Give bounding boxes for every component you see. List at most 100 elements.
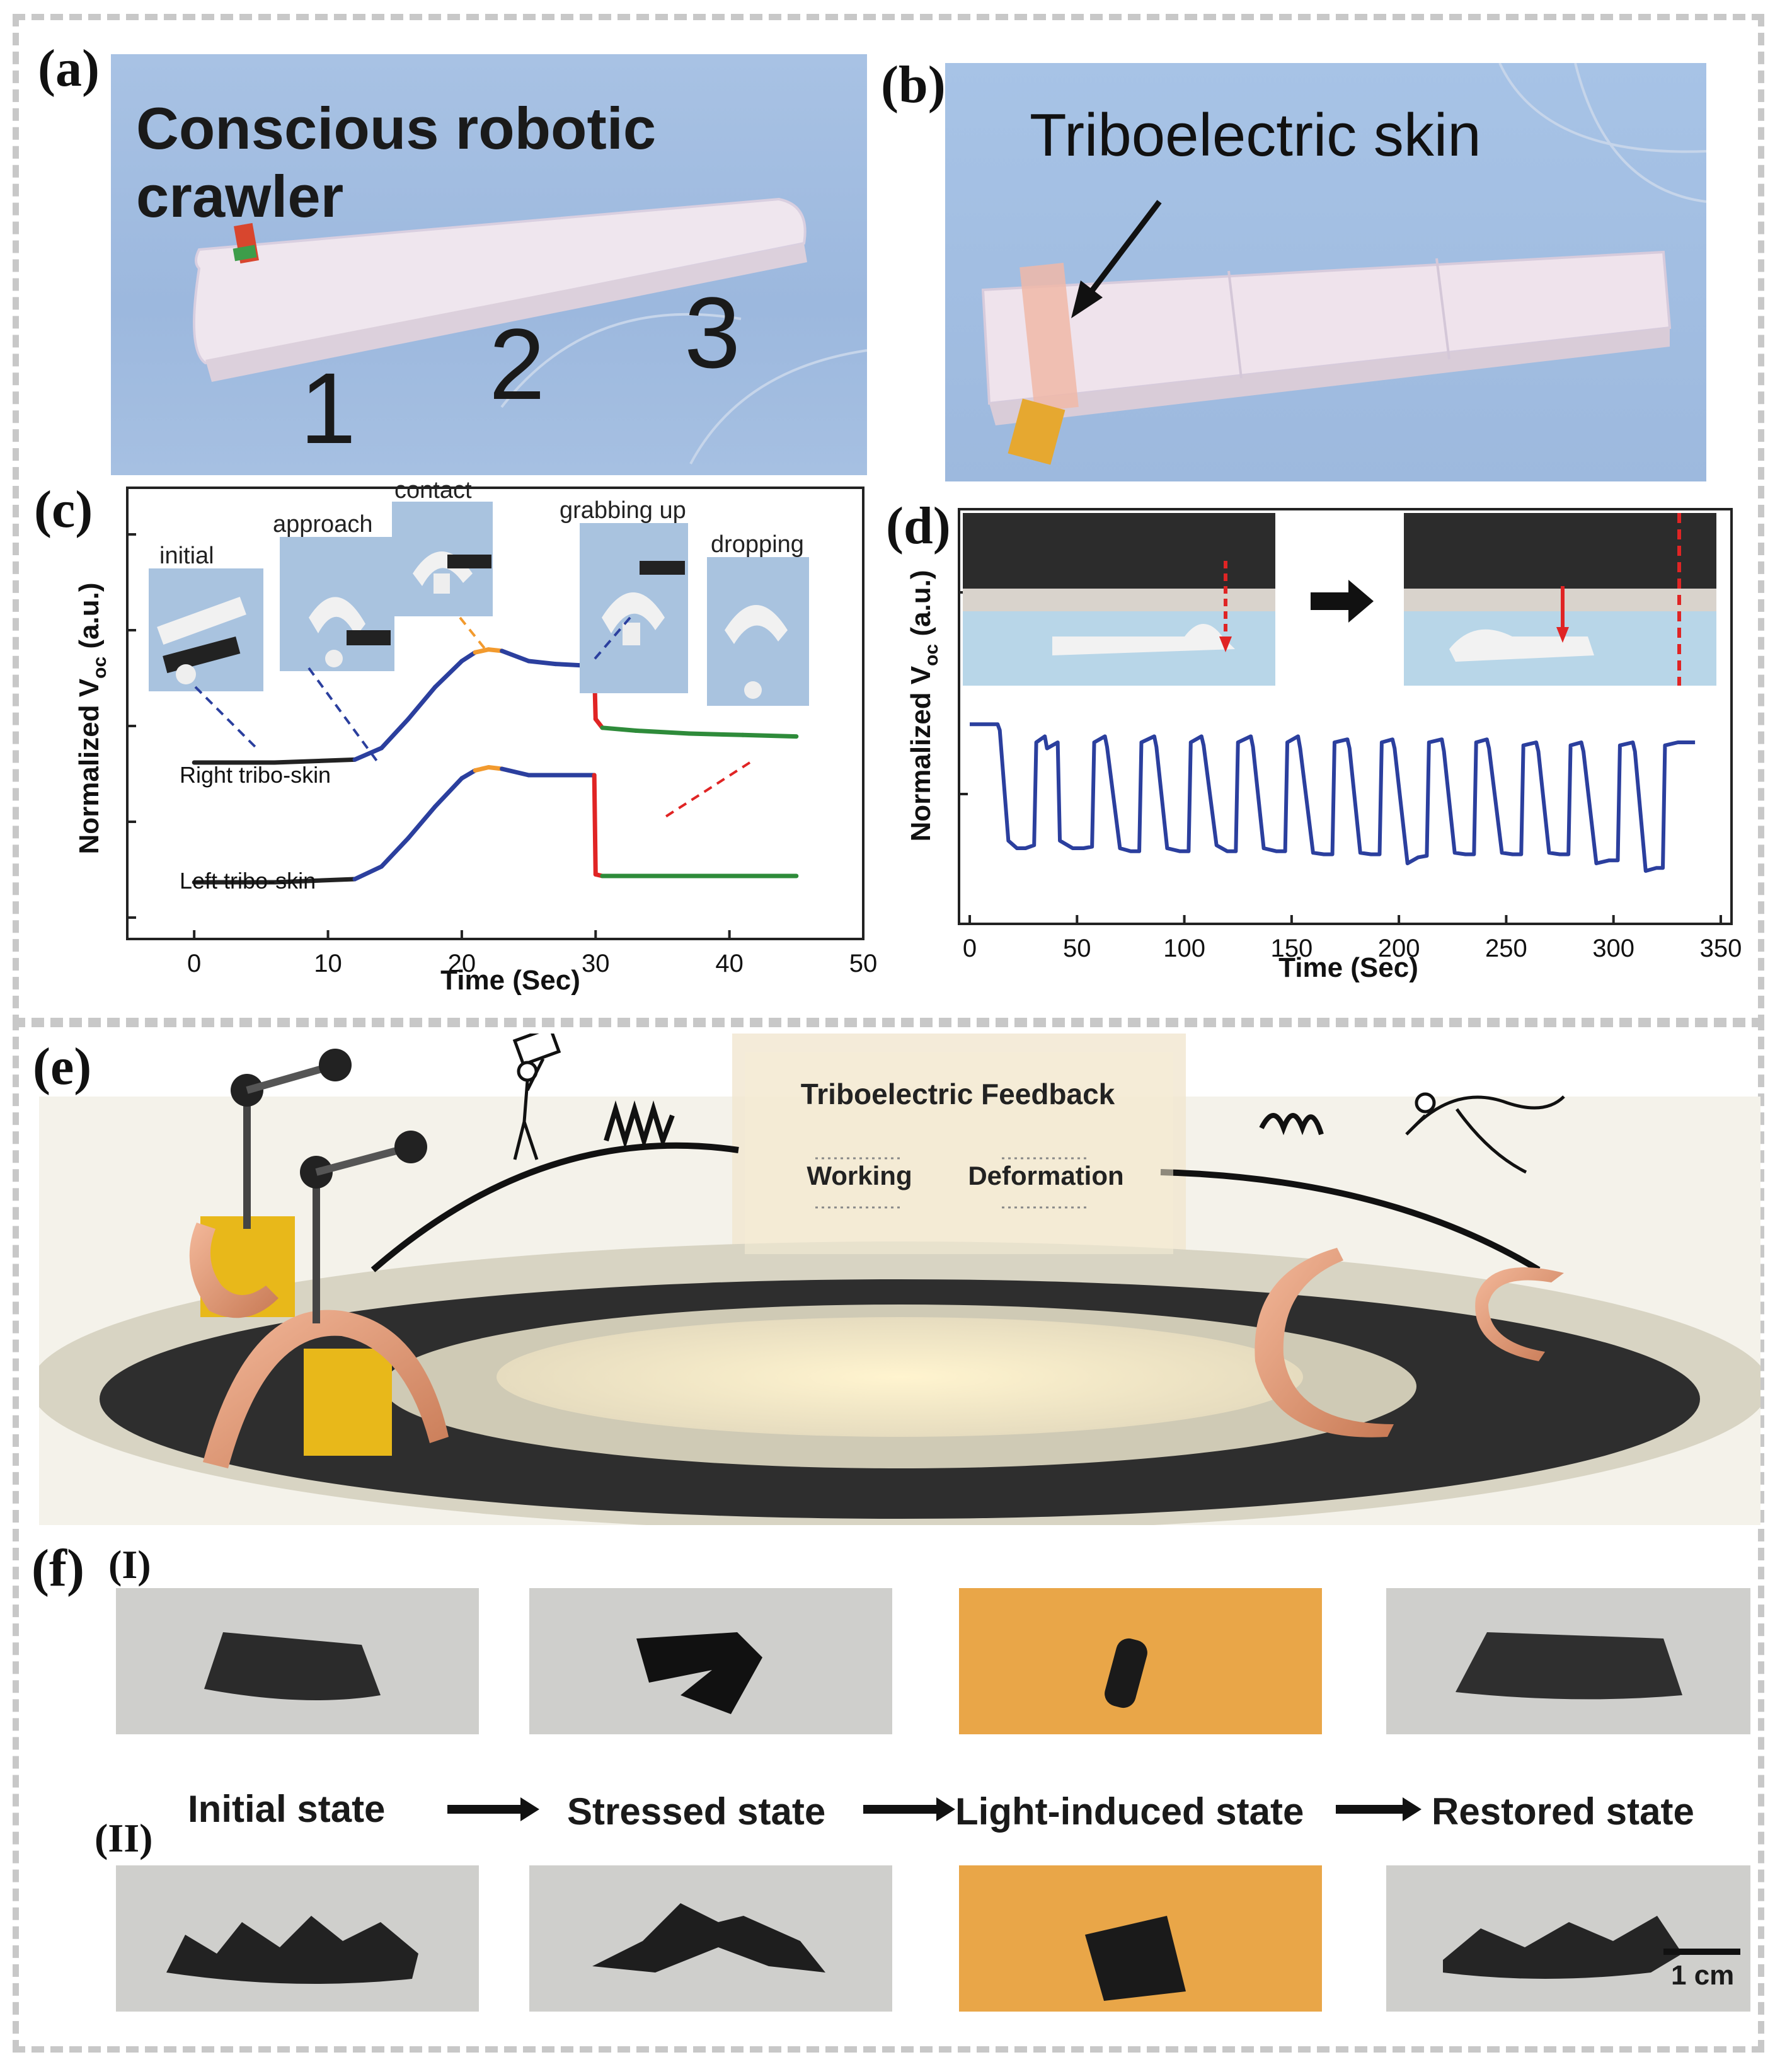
feedback-item-working: Working xyxy=(807,1161,912,1190)
state-label-stressed: Stressed state xyxy=(567,1790,826,1833)
stage-label-grabbing: grabbing up xyxy=(560,497,686,524)
panel-label-e: (e) xyxy=(33,1037,92,1096)
copper-curl-right xyxy=(1255,1248,1564,1437)
stage-photo-contact xyxy=(392,502,493,616)
chart-c-series-segment xyxy=(406,804,437,841)
arrow-head-2 xyxy=(936,1797,955,1821)
chart-d-xlabel: Time (Sec) xyxy=(1278,952,1418,983)
chart-c-series-segment xyxy=(473,765,491,773)
chart-c-leader-line xyxy=(307,667,379,764)
chart-c-series-segment xyxy=(272,877,357,885)
arrow-icon-3 xyxy=(1336,1805,1405,1814)
arrow-icon-2 xyxy=(863,1805,939,1814)
chart-c-xtick-label: 50 xyxy=(849,950,878,977)
panel-label-a: (a) xyxy=(38,39,100,98)
illustration-triboelectric-feedback: Triboelectric Feedback Working Deformati… xyxy=(39,1034,1760,1525)
chart-c-series-segment xyxy=(687,731,745,737)
photo-robotic-crawler: Conscious robotic crawler 1 2 3 xyxy=(111,54,867,475)
film-II-light-induced xyxy=(959,1865,1322,2012)
chart-c-series-segment xyxy=(379,717,411,751)
chart-c-leader-line xyxy=(591,616,631,663)
photo-triboelectric-skin: Triboelectric skin xyxy=(945,63,1706,481)
film-II-stressed xyxy=(529,1865,892,2012)
dancer-figure-icon xyxy=(1405,1092,1565,1174)
chart-d-xtick-label: 250 xyxy=(1485,935,1527,962)
frame-top xyxy=(13,14,1764,1027)
chart-c-series-segment xyxy=(500,766,531,778)
stage-label-approach: approach xyxy=(273,511,372,538)
panel-label-c: (c) xyxy=(34,480,93,539)
chart-c-series-segment xyxy=(432,659,464,689)
scale-bar-label: 1 cm xyxy=(1671,1960,1735,1991)
chart-c-series-segment xyxy=(352,746,384,762)
stage-photo-approach xyxy=(280,537,394,671)
chart-c-series-segment xyxy=(592,773,598,877)
film-I-stressed xyxy=(529,1588,892,1734)
stage-label-contact: contact xyxy=(394,477,472,504)
chart-c-series-segment xyxy=(553,662,585,668)
curve-label-left: Left tribo-skin xyxy=(180,868,316,894)
arrow-right-icon xyxy=(1311,580,1374,623)
chart-c-series-segment xyxy=(473,647,491,655)
state-label-initial: Initial state xyxy=(188,1788,386,1830)
chart-d-xtick-label: 200 xyxy=(1378,935,1420,962)
chart-c-leader-line xyxy=(660,761,751,821)
chart-c-series-segment xyxy=(740,732,799,739)
arrow-head-1 xyxy=(520,1797,539,1821)
chart-c-ylabel: Normalized Voc (a.u.) xyxy=(74,582,110,854)
chart-c-series-segment xyxy=(633,728,692,736)
row-label-II: (II) xyxy=(95,1816,153,1860)
chart-c-series-segment xyxy=(486,647,505,654)
chart-c-series-segment xyxy=(600,725,638,733)
chart-d-series-line xyxy=(970,722,1696,873)
stage-label-initial: initial xyxy=(159,543,214,569)
feedback-title: Triboelectric Feedback xyxy=(801,1078,1115,1110)
chart-c-series-segment xyxy=(500,648,531,664)
panel-label-f: (f) xyxy=(32,1539,84,1598)
arrow-head-3 xyxy=(1403,1797,1422,1821)
chart-c-series-segment xyxy=(352,864,384,882)
chart-d-ylabel: Normalized Voc (a.u.) xyxy=(905,570,942,841)
film-II-initial xyxy=(116,1865,479,2012)
state-label-restored: Restored state xyxy=(1432,1790,1694,1833)
chart-c-series-segment xyxy=(406,684,437,722)
film-I-initial xyxy=(116,1588,479,1734)
panel-label-b: (b) xyxy=(881,55,946,114)
chart-d-xtick-label: 0 xyxy=(963,935,977,962)
segment-number-2: 2 xyxy=(489,308,545,420)
chart-c-series-segment xyxy=(272,757,357,765)
chart-d-xtick-label: 350 xyxy=(1700,935,1742,962)
chart-d-xtick-label: 100 xyxy=(1163,935,1205,962)
chart-c-xlabel: Time (Sec) xyxy=(440,965,580,996)
feedback-item-deformation: Deformation xyxy=(968,1161,1123,1190)
chart-c-series-segment xyxy=(486,765,505,771)
inset-photo-after xyxy=(1404,513,1716,686)
chart-c-series-segment xyxy=(432,776,464,809)
arrow-icon-1 xyxy=(447,1805,523,1814)
scale-bar xyxy=(1663,1949,1740,1955)
stage-photo-dropping xyxy=(707,557,809,706)
stage-label-dropping: dropping xyxy=(711,531,804,558)
stage-photo-initial xyxy=(149,568,263,691)
skin-illustration xyxy=(981,63,1706,465)
film-I-light-induced xyxy=(959,1588,1322,1734)
robot-arm-left xyxy=(189,1049,449,1468)
row-label-I: (I) xyxy=(108,1542,151,1587)
chart-c-leader-line xyxy=(459,616,486,650)
stage-photo-grabbing xyxy=(580,523,688,693)
film-I-restored xyxy=(1386,1588,1750,1734)
segment-number-1: 1 xyxy=(300,352,356,464)
crawler-title: Conscious robotic crawler xyxy=(136,95,657,229)
chart-c-xtick-label: 20 xyxy=(448,950,476,977)
chart-c-xtick-label: 30 xyxy=(582,950,610,977)
chart-d-xtick-label: 300 xyxy=(1592,935,1634,962)
chart-c-series-segment xyxy=(459,768,478,781)
inset-photo-before xyxy=(963,513,1275,686)
chart-c-xtick-label: 0 xyxy=(187,950,201,977)
chart-d: 0 50 100 150 200 250 300 350 Time (Sec) Normali… xyxy=(905,508,1742,983)
chart-d-xtick-label: 150 xyxy=(1270,935,1312,962)
crawler-illustration xyxy=(193,197,867,464)
chart-c-series-segment xyxy=(379,836,411,869)
chart-d-xtick-label: 50 xyxy=(1063,935,1091,962)
